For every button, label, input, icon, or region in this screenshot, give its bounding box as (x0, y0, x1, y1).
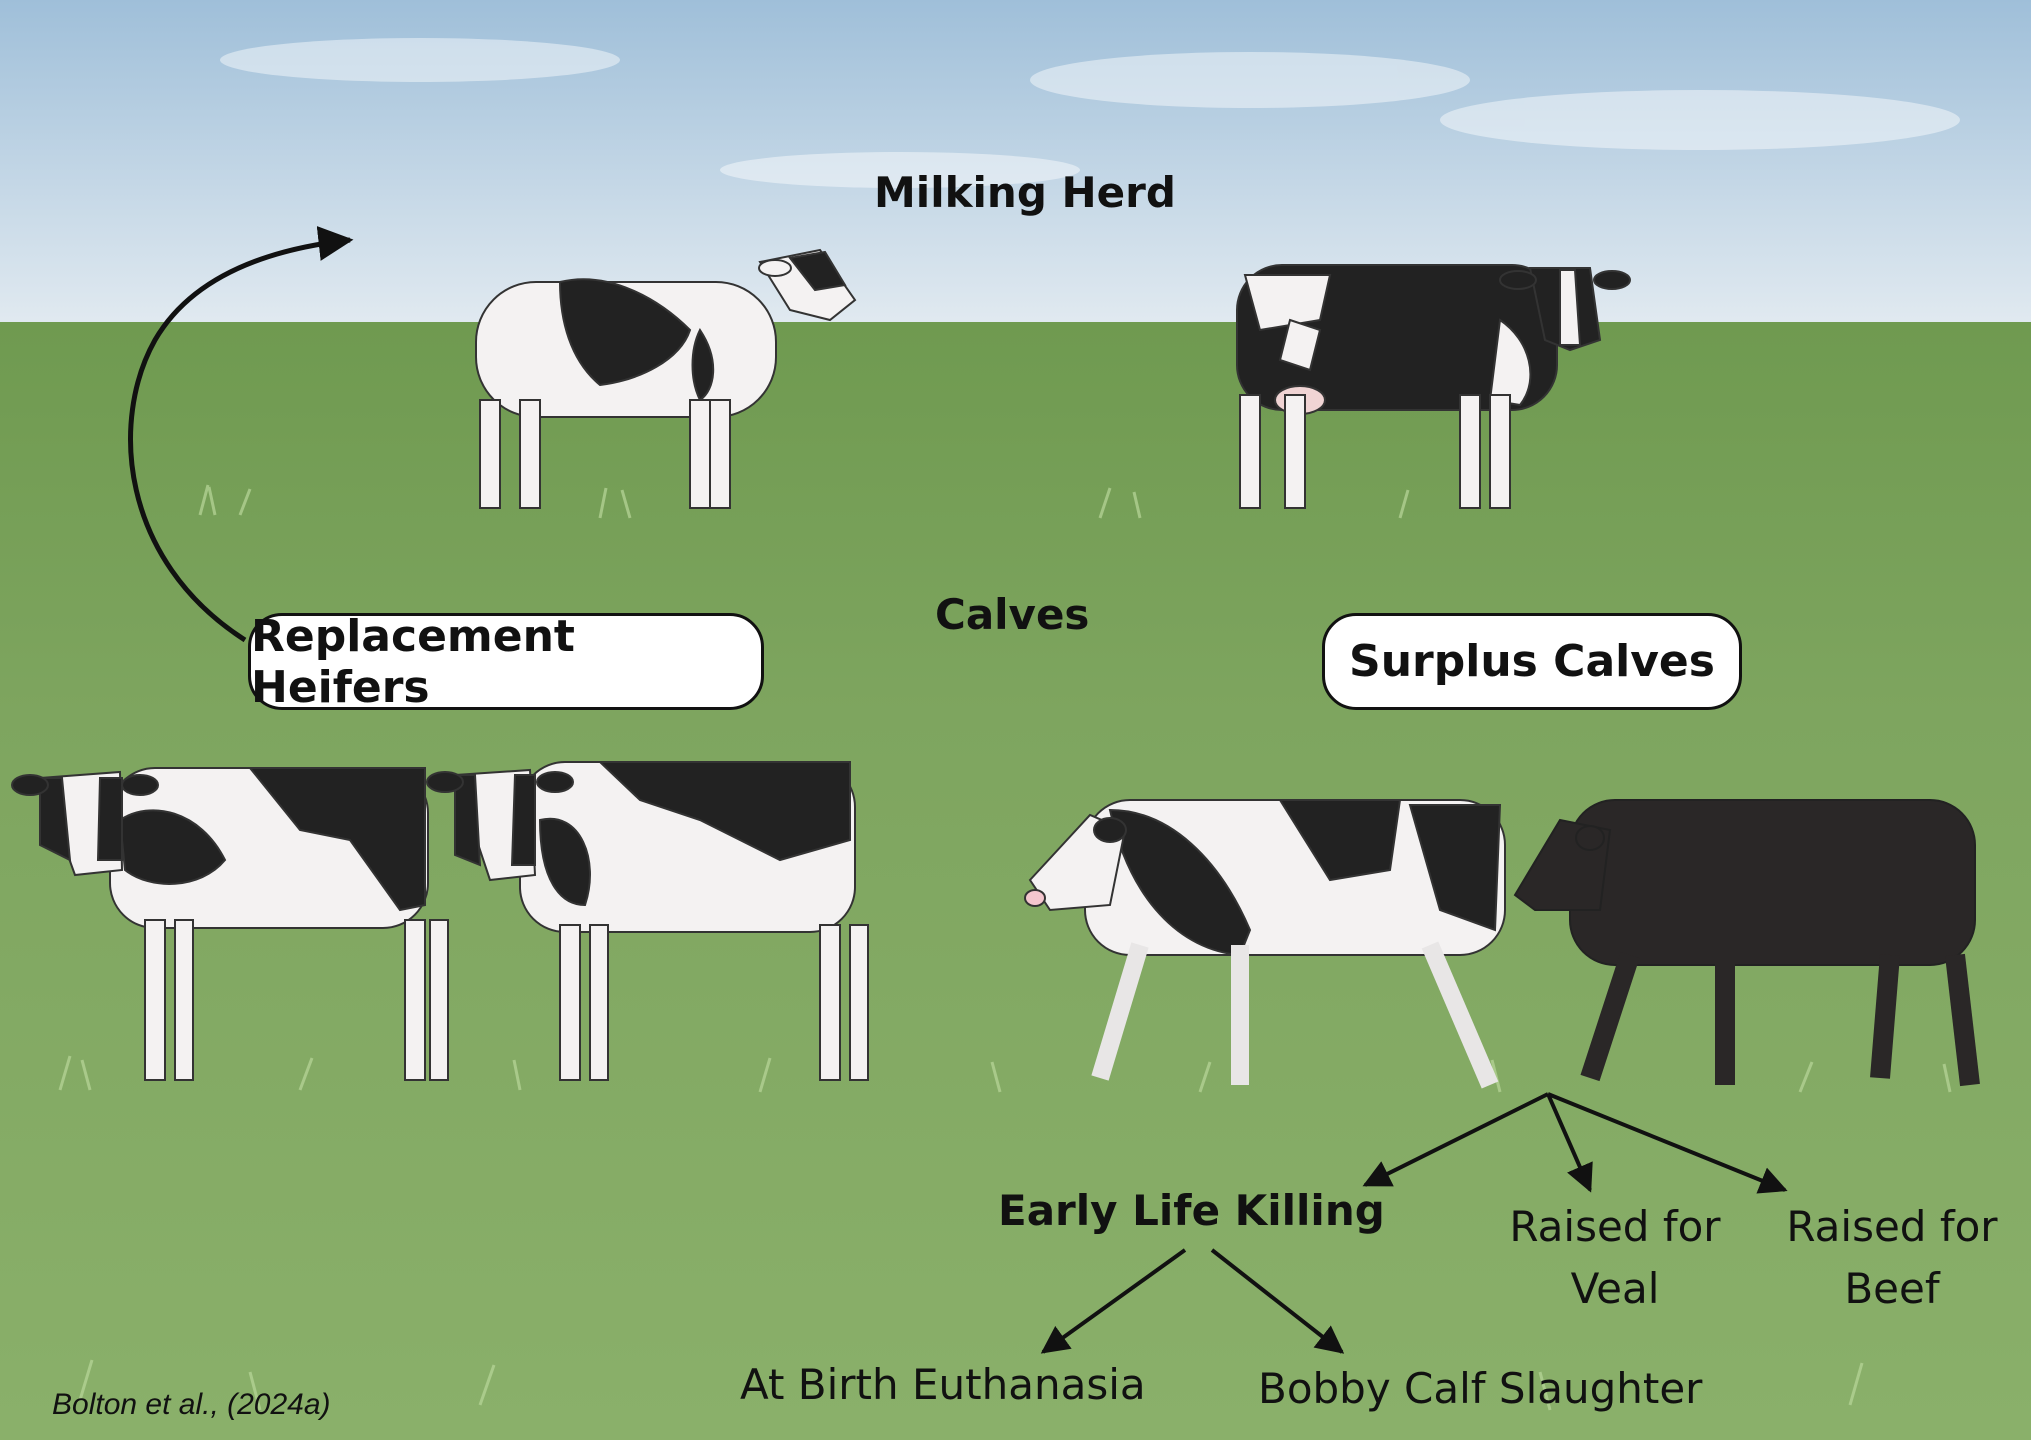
bobby-calf-slaughter-label: Bobby Calf Slaughter (1258, 1364, 1702, 1413)
milking-herd-label: Milking Herd (874, 168, 1176, 217)
raised-for-veal-label: Raised for Veal (1505, 1196, 1725, 1320)
raised-for-beef-line-2: Beef (1782, 1258, 2002, 1320)
raised-for-veal-line-1: Raised for (1505, 1196, 1725, 1258)
at-birth-euthanasia-label: At Birth Euthanasia (740, 1360, 1146, 1409)
replacement-heifers-box: Replacement Heifers (248, 613, 764, 710)
replacement-heifers-label: Replacement Heifers (251, 611, 761, 713)
calves-label: Calves (935, 590, 1089, 639)
raised-for-beef-line-1: Raised for (1782, 1196, 2002, 1258)
surplus-calves-box: Surplus Calves (1322, 613, 1742, 710)
raised-for-veal-line-2: Veal (1505, 1258, 1725, 1320)
surplus-calves-label: Surplus Calves (1349, 636, 1715, 687)
raised-for-beef-label: Raised for Beef (1782, 1196, 2002, 1320)
early-life-killing-label: Early Life Killing (998, 1186, 1385, 1235)
citation-label: Bolton et al., (2024a) (52, 1388, 331, 1422)
